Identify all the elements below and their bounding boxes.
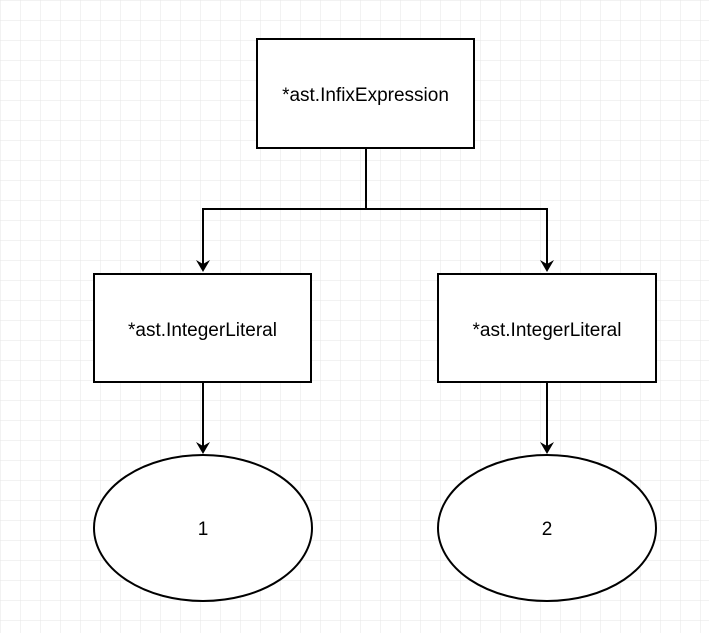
left-value-ellipse bbox=[93, 454, 313, 602]
left-integer-literal-label: *ast.IntegerLiteral bbox=[128, 320, 277, 341]
edge-root-to-left-literal bbox=[196, 148, 367, 272]
infix-expression-node[interactable]: *ast.InfixExpression bbox=[256, 38, 475, 149]
right-value-label: 2 bbox=[542, 519, 553, 540]
left-integer-literal-box bbox=[93, 273, 312, 383]
infix-expression-box bbox=[256, 38, 475, 149]
right-integer-literal-box bbox=[437, 273, 657, 383]
left-integer-literal-node[interactable]: *ast.IntegerLiteral bbox=[93, 273, 312, 383]
infix-expression-label: *ast.InfixExpression bbox=[282, 85, 449, 106]
edge-root-to-right-literal bbox=[366, 208, 554, 272]
right-value-ellipse bbox=[437, 454, 657, 602]
right-integer-literal-label: *ast.IntegerLiteral bbox=[473, 320, 622, 341]
right-integer-literal-node[interactable]: *ast.IntegerLiteral bbox=[437, 273, 657, 383]
left-value-label: 1 bbox=[198, 519, 209, 540]
right-value-node[interactable]: 2 bbox=[437, 454, 657, 602]
left-value-node[interactable]: 1 bbox=[93, 454, 313, 602]
